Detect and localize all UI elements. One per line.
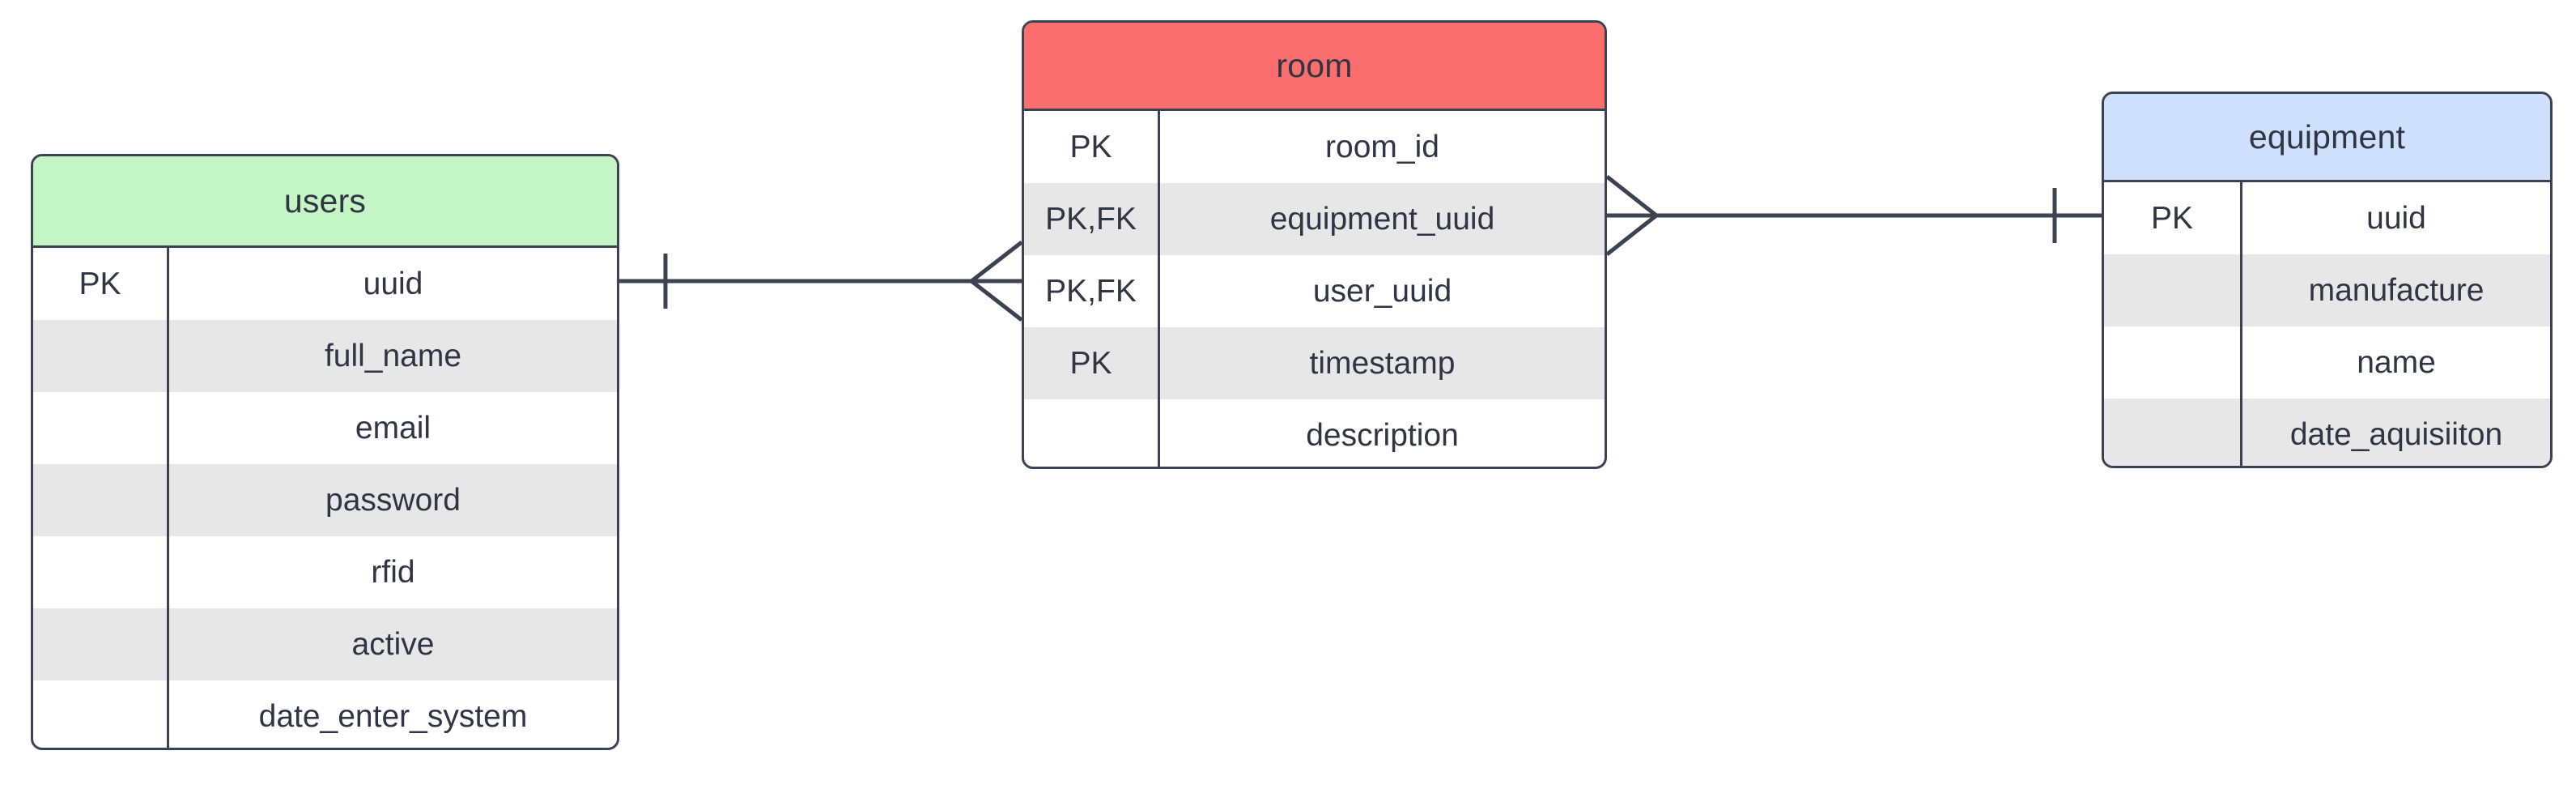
- entity-users[interactable]: users PK uuid full_name email password r…: [31, 154, 619, 750]
- attribute-key: [33, 392, 167, 464]
- attribute-name: uuid: [2240, 182, 2550, 254]
- attribute-key: [33, 680, 167, 748]
- attribute-row[interactable]: PK,FK user_uuid: [1024, 255, 1605, 327]
- attribute-key: PK: [2150, 200, 2194, 236]
- attribute-row[interactable]: rfid: [33, 536, 617, 608]
- attribute-key: [33, 536, 167, 608]
- entity-room[interactable]: room PK room_id PK,FK equipment_uuid PK,…: [1022, 20, 1607, 469]
- attribute-row[interactable]: PK room_id: [1024, 111, 1605, 183]
- attribute-row[interactable]: manufacture: [2104, 254, 2550, 326]
- entity-equipment-title: equipment: [2104, 94, 2550, 182]
- entity-equipment[interactable]: equipment PK uuid manufacture name date_…: [2102, 92, 2553, 468]
- attribute-name: equipment_uuid: [1158, 183, 1605, 255]
- attribute-name: description: [1158, 399, 1605, 467]
- attribute-row[interactable]: active: [33, 608, 617, 680]
- cardinality-many-crowsfoot: [970, 241, 1023, 322]
- attribute-name: room_id: [1158, 111, 1605, 183]
- attribute-name: rfid: [167, 536, 617, 608]
- entity-users-attributes: PK uuid full_name email password rfid: [33, 248, 617, 748]
- entity-room-title: room: [1024, 23, 1605, 111]
- attribute-name: date_enter_system: [167, 680, 617, 748]
- attribute-row[interactable]: PK uuid: [2104, 182, 2550, 254]
- attribute-key: PK: [79, 266, 121, 301]
- attribute-name: full_name: [167, 320, 617, 392]
- attribute-key: [2104, 326, 2240, 399]
- entity-room-attributes: PK room_id PK,FK equipment_uuid PK,FK us…: [1024, 111, 1605, 467]
- attribute-row[interactable]: PK timestamp: [1024, 327, 1605, 399]
- attribute-key: [2104, 254, 2240, 326]
- attribute-row[interactable]: date_enter_system: [33, 680, 617, 748]
- attribute-row[interactable]: description: [1024, 399, 1605, 467]
- relationship-room-equipment: [1605, 175, 2102, 256]
- attribute-name: timestamp: [1158, 327, 1605, 399]
- relationship-users-room: [619, 241, 1023, 322]
- attribute-key: [33, 608, 167, 680]
- attribute-key: PK,FK: [1045, 273, 1137, 309]
- attribute-key: [33, 320, 167, 392]
- attribute-row[interactable]: full_name: [33, 320, 617, 392]
- attribute-key: [1024, 399, 1158, 467]
- entity-users-title: users: [33, 156, 617, 248]
- attribute-name: user_uuid: [1158, 255, 1605, 327]
- entity-equipment-attributes: PK uuid manufacture name date_aquisiiton: [2104, 182, 2550, 466]
- attribute-row[interactable]: email: [33, 392, 617, 464]
- attribute-row[interactable]: password: [33, 464, 617, 536]
- attribute-name: uuid: [167, 248, 617, 320]
- attribute-key: PK: [1069, 129, 1112, 164]
- attribute-key: PK: [1069, 345, 1112, 381]
- attribute-row[interactable]: date_aquisiiton: [2104, 399, 2550, 466]
- attribute-name: email: [167, 392, 617, 464]
- attribute-key: [2104, 399, 2240, 466]
- attribute-name: date_aquisiiton: [2240, 399, 2550, 466]
- attribute-name: manufacture: [2240, 254, 2550, 326]
- attribute-name: name: [2240, 326, 2550, 399]
- attribute-key: PK,FK: [1045, 201, 1137, 237]
- cardinality-many-crowsfoot: [1605, 175, 1658, 256]
- attribute-name: password: [167, 464, 617, 536]
- attribute-key: [33, 464, 167, 536]
- attribute-row[interactable]: PK uuid: [33, 248, 617, 320]
- attribute-row[interactable]: PK,FK equipment_uuid: [1024, 183, 1605, 255]
- attribute-name: active: [167, 608, 617, 680]
- attribute-row[interactable]: name: [2104, 326, 2550, 399]
